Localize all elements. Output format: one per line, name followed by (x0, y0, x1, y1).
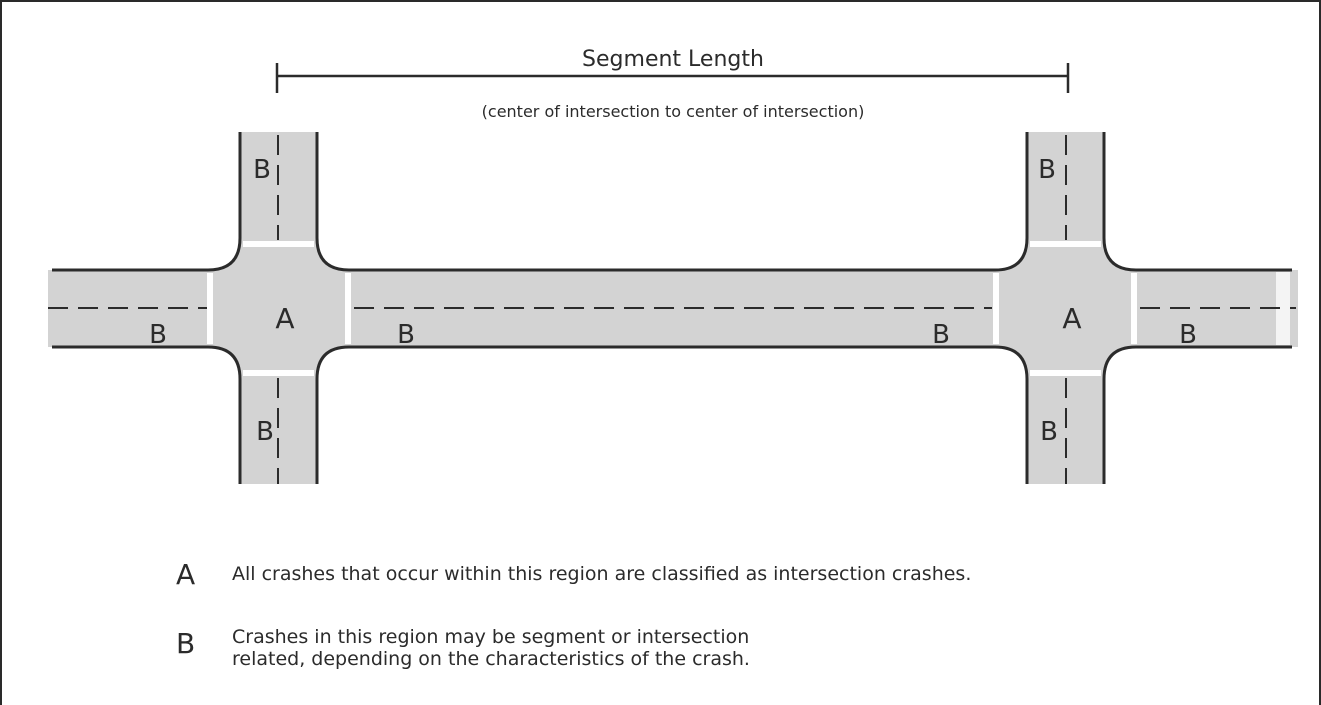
segment-label-right-top: B (1038, 155, 1056, 185)
road-edges (52, 132, 1292, 484)
legend-key-a: A (176, 558, 196, 591)
frame-right-border (1319, 0, 1321, 705)
segment-label-far-left: B (149, 320, 167, 350)
region-labels: A A B B B B B B B B (149, 155, 1197, 447)
intersection-label-right: A (1062, 302, 1081, 335)
segment-label-mid-right: B (932, 320, 950, 350)
segment-length-dimension: Segment Length (center of intersection t… (275, 47, 1070, 121)
segment-length-title: Segment Length (582, 47, 764, 72)
legend-key-b: B (176, 627, 196, 660)
frame-left-border (0, 0, 2, 705)
segment-label-right-bottom: B (1040, 417, 1058, 447)
segment-label-far-right: B (1179, 320, 1197, 350)
frame-top-border (0, 0, 1321, 2)
stop-lines (207, 241, 1137, 376)
legend-text-a: All crashes that occur within this regio… (232, 563, 972, 585)
segment-label-left-bottom: B (256, 417, 274, 447)
segment-label-left-top: B (253, 155, 271, 185)
center-lines (48, 135, 1296, 484)
legend-text-b: Crashes in this region may be segment or… (232, 626, 750, 670)
intersection-label-left: A (275, 302, 294, 335)
segment-length-subtitle: (center of intersection to center of int… (482, 102, 865, 121)
segment-label-mid-left: B (397, 320, 415, 350)
